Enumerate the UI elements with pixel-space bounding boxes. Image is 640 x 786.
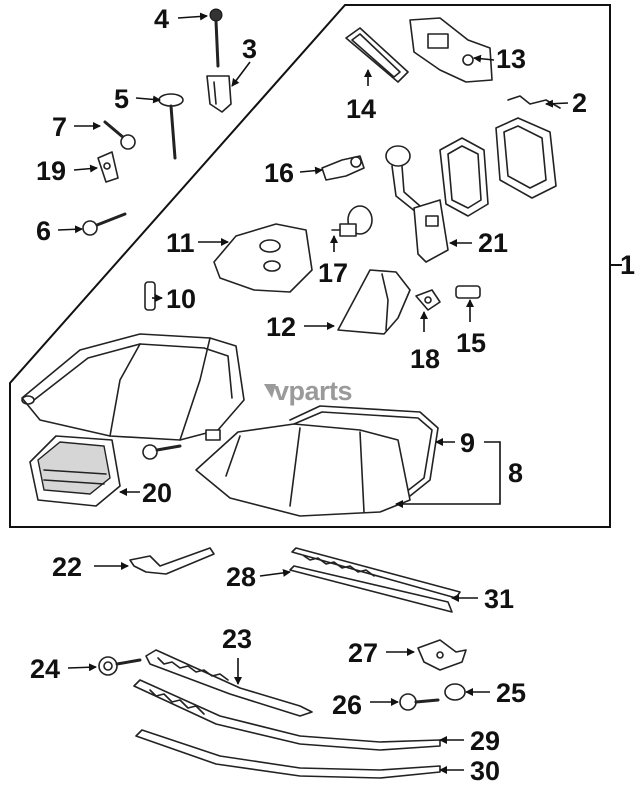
callout-13: 13 bbox=[496, 44, 526, 74]
gasket-part-14 bbox=[345, 27, 409, 83]
bracket-part-27 bbox=[417, 639, 467, 671]
screw-near-20 bbox=[142, 444, 182, 460]
strip-part-29 bbox=[133, 679, 441, 751]
callout-31: 31 bbox=[484, 584, 514, 614]
callout-2: 2 bbox=[572, 88, 587, 118]
callout-28: 28 bbox=[226, 562, 256, 592]
callout-1: 1 bbox=[620, 250, 635, 280]
bolt-part-4 bbox=[209, 8, 223, 68]
callout-21: 21 bbox=[478, 228, 508, 258]
cover-part-13 bbox=[409, 17, 493, 83]
strip-part-31 bbox=[289, 565, 453, 613]
callout-10: 10 bbox=[166, 284, 196, 314]
callout-8: 8 bbox=[508, 458, 523, 488]
socket-housing bbox=[495, 117, 557, 199]
callout-24: 24 bbox=[30, 654, 60, 684]
screw-part-24 bbox=[98, 656, 142, 676]
callout-23: 23 bbox=[222, 624, 252, 654]
bracket-part-22 bbox=[129, 547, 215, 575]
screw-part-26 bbox=[399, 693, 440, 711]
callout-22: 22 bbox=[52, 552, 82, 582]
callout-labels: 1 2 3 4 5 6 7 8 9 10 11 12 13 14 15 16 1… bbox=[30, 4, 635, 786]
clip-part-18 bbox=[415, 289, 441, 311]
callout-20: 20 bbox=[142, 478, 172, 508]
callout-4: 4 bbox=[154, 4, 169, 34]
callout-27: 27 bbox=[348, 638, 378, 668]
callout-6: 6 bbox=[36, 216, 51, 246]
lens-part-8 bbox=[195, 423, 411, 517]
bolt-part-5 bbox=[158, 93, 184, 160]
seal-ring bbox=[439, 137, 489, 217]
bolt-part-7 bbox=[103, 120, 136, 150]
lamp-part-11 bbox=[213, 223, 313, 293]
socket-part-15 bbox=[455, 285, 481, 299]
pin-part-10 bbox=[144, 281, 156, 311]
callout-11: 11 bbox=[166, 228, 195, 258]
callout-9: 9 bbox=[460, 428, 475, 458]
callout-30: 30 bbox=[470, 756, 500, 786]
callout-25: 25 bbox=[496, 678, 526, 708]
trim-part-23 bbox=[145, 649, 313, 717]
callout-15: 15 bbox=[456, 328, 486, 358]
callout-14: 14 bbox=[346, 94, 376, 124]
callout-26: 26 bbox=[332, 690, 362, 720]
harness-part-21 bbox=[385, 145, 449, 263]
bracket-part-19 bbox=[97, 151, 119, 183]
callout-12: 12 bbox=[266, 312, 296, 342]
bulb-part-17 bbox=[331, 205, 373, 237]
callout-3: 3 bbox=[242, 34, 257, 64]
callout-19: 19 bbox=[36, 156, 66, 186]
callout-7: 7 bbox=[52, 112, 67, 142]
watermark-logo: vparts bbox=[264, 376, 353, 406]
callout-17: 17 bbox=[318, 258, 348, 288]
watermark-text: vparts bbox=[274, 376, 352, 406]
strip-part-28 bbox=[291, 547, 461, 599]
wire-clip-part-2 bbox=[507, 95, 561, 109]
callout-18: 18 bbox=[410, 344, 440, 374]
clip-nut-part-3 bbox=[206, 75, 232, 113]
marker-lens-part-12 bbox=[337, 269, 411, 335]
nut-part-25 bbox=[444, 683, 466, 701]
screw-part-6 bbox=[82, 212, 127, 236]
callout-5: 5 bbox=[114, 84, 129, 114]
callout-16: 16 bbox=[264, 158, 294, 188]
bulb-part-16 bbox=[321, 155, 365, 181]
headlamp-assembly bbox=[21, 333, 245, 441]
module-part-20 bbox=[29, 435, 121, 507]
callout-29: 29 bbox=[470, 726, 500, 756]
leader-lines bbox=[57, 12, 569, 774]
